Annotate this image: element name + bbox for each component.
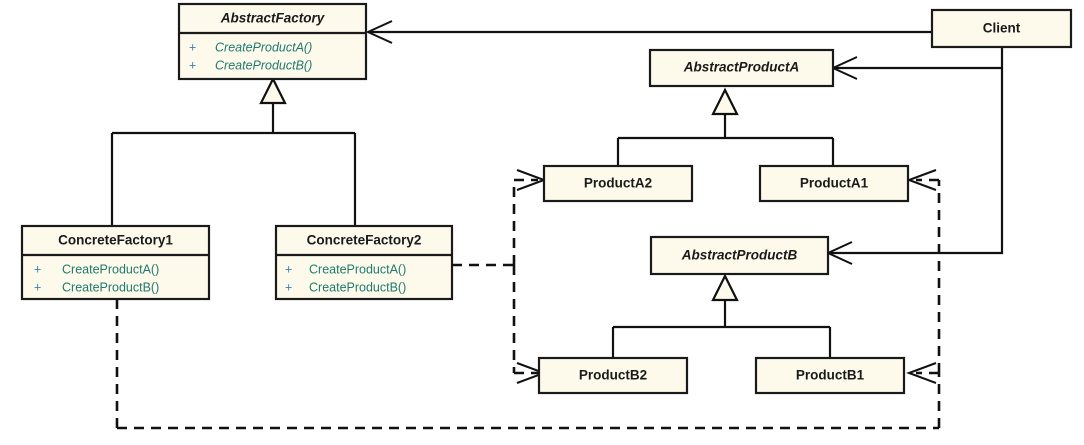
edge-generalization-producta	[616, 87, 835, 166]
visibility-mark: +	[34, 262, 41, 276]
class-product-a2[interactable]: ProductA2	[542, 164, 694, 203]
edge-dependency-factory2-products	[452, 169, 547, 384]
visibility-mark: +	[285, 280, 292, 294]
visibility-mark: +	[189, 58, 196, 72]
class-product-a1[interactable]: ProductA1	[758, 164, 910, 203]
class-title-client: Client	[983, 21, 1021, 36]
class-method: CreateProductA()	[309, 262, 406, 276]
class-title-abstract-factory: AbstractFactory	[220, 11, 326, 26]
class-title-product-a2: ProductA2	[584, 176, 652, 191]
class-product-b2[interactable]: ProductB2	[537, 356, 689, 395]
class-title-product-b1: ProductB1	[796, 368, 865, 383]
class-concrete-factory-1[interactable]: ConcreteFactory1 + CreateProductA() + Cr…	[20, 224, 211, 301]
class-title-concrete-factory-1: ConcreteFactory1	[58, 233, 173, 248]
class-title-abstract-product-b: AbstractProductB	[681, 248, 798, 263]
edge-dependency-factory1-products	[115, 169, 941, 430]
edge-client-to-abstractproducta	[830, 47, 1004, 80]
class-method: CreateProductA()	[62, 262, 159, 276]
class-title-concrete-factory-2: ConcreteFactory2	[307, 233, 422, 248]
visibility-mark: +	[34, 280, 41, 294]
edge-generalization-productb	[611, 273, 832, 358]
edge-client-to-abstractfactory	[365, 20, 932, 44]
class-method: CreateProductB()	[62, 280, 159, 294]
class-method: CreateProductB()	[215, 58, 312, 72]
class-method: CreateProductB()	[309, 280, 406, 294]
edge-generalization-factories	[110, 76, 357, 226]
class-title-abstract-product-a: AbstractProductA	[683, 60, 800, 75]
visibility-mark: +	[189, 40, 196, 54]
class-client[interactable]: Client	[930, 8, 1073, 49]
class-title-product-b2: ProductB2	[579, 368, 647, 383]
class-title-product-a1: ProductA1	[800, 176, 869, 191]
visibility-mark: +	[285, 262, 292, 276]
class-abstract-factory[interactable]: AbstractFactory + CreateProductA() + Cre…	[177, 2, 368, 81]
class-abstract-product-b[interactable]: AbstractProductB	[649, 235, 830, 276]
class-concrete-factory-2[interactable]: ConcreteFactory2 + CreateProductA() + Cr…	[274, 224, 454, 301]
class-product-b1[interactable]: ProductB1	[754, 356, 906, 395]
class-abstract-product-a[interactable]: AbstractProductA	[648, 48, 835, 88]
class-method: CreateProductA()	[215, 40, 312, 54]
